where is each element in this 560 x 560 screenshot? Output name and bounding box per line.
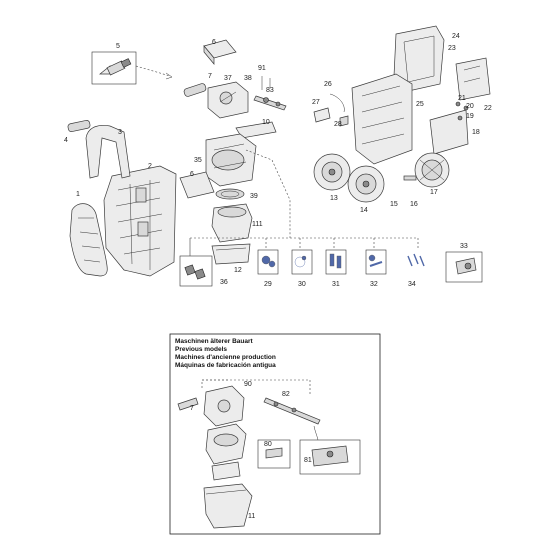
callout-24: 24 [452, 33, 460, 40]
callout-26: 26 [324, 81, 332, 88]
callout-13: 13 [330, 195, 338, 202]
part-33-nozzle [445, 251, 483, 283]
legacy-models-panel: Maschinen älterer Bauart Previous models… [169, 333, 381, 535]
legacy-title-es: Máquinas de fabricación antigua [175, 362, 276, 369]
callout-14: 14 [360, 207, 368, 214]
callout-2: 2 [148, 163, 152, 170]
callout-6: 6 [212, 39, 216, 46]
legacy-callout-82: 82 [282, 391, 290, 398]
callout-33: 33 [460, 243, 468, 250]
callout-27: 27 [312, 99, 320, 106]
callout-35: 35 [194, 157, 202, 164]
callout-20: 20 [466, 103, 474, 110]
callout-labels: 1 2 3 4 5 6 6 7 37 38 91 83 10 35 39 111… [64, 33, 492, 288]
legacy-callout-90: 90 [244, 381, 252, 388]
callout-18: 18 [472, 129, 480, 136]
callout-32: 32 [370, 281, 378, 288]
callout-3: 3 [118, 129, 122, 136]
callout-23: 23 [448, 45, 456, 52]
part-5-hose-coupling [91, 51, 173, 85]
callout-6b: 6 [190, 171, 194, 178]
callout-37: 37 [224, 75, 232, 82]
callout-1: 1 [76, 191, 80, 198]
legacy-title-block: Maschinen älterer Bauart Previous models… [175, 338, 276, 369]
callout-12: 12 [234, 267, 242, 274]
legacy-callout-11: 11 [248, 513, 255, 520]
callout-31: 31 [332, 281, 340, 288]
callout-7: 7 [208, 73, 212, 80]
legacy-title-en: Previous models [175, 346, 227, 353]
callout-16: 16 [410, 201, 418, 208]
legacy-callout-7: 7 [190, 405, 194, 412]
pump-assembly [179, 39, 291, 270]
callout-28: 28 [334, 121, 342, 128]
legacy-title-fr: Machines d'ancienne production [175, 354, 276, 361]
callout-29: 29 [264, 281, 272, 288]
chassis-assembly [313, 25, 491, 203]
part-36-brush-kit [179, 238, 213, 287]
callout-91: 91 [258, 65, 266, 72]
legacy-callout-80: 80 [264, 441, 272, 448]
part-1-front-cover [69, 203, 108, 277]
callout-111: 111 [252, 221, 263, 228]
callout-34: 34 [408, 281, 416, 288]
part-2-housing-frame [103, 165, 177, 277]
callout-5: 5 [116, 43, 120, 50]
legacy-title-de: Maschinen älterer Bauart [175, 338, 254, 345]
callout-38: 38 [244, 75, 252, 82]
part-3-4-handle [67, 120, 131, 179]
callout-10: 10 [262, 119, 270, 126]
callout-36: 36 [220, 279, 228, 286]
callout-22: 22 [484, 105, 492, 112]
callout-19: 19 [466, 113, 474, 120]
callout-17: 17 [430, 189, 438, 196]
callout-15: 15 [390, 201, 398, 208]
service-kits-row [190, 237, 425, 275]
callout-4: 4 [64, 137, 68, 144]
callout-21: 21 [458, 95, 466, 102]
callout-39: 39 [250, 193, 258, 200]
callout-30: 30 [298, 281, 306, 288]
legacy-callout-81: 81 [304, 457, 312, 464]
callout-25: 25 [416, 101, 424, 108]
callout-83: 83 [266, 87, 274, 94]
